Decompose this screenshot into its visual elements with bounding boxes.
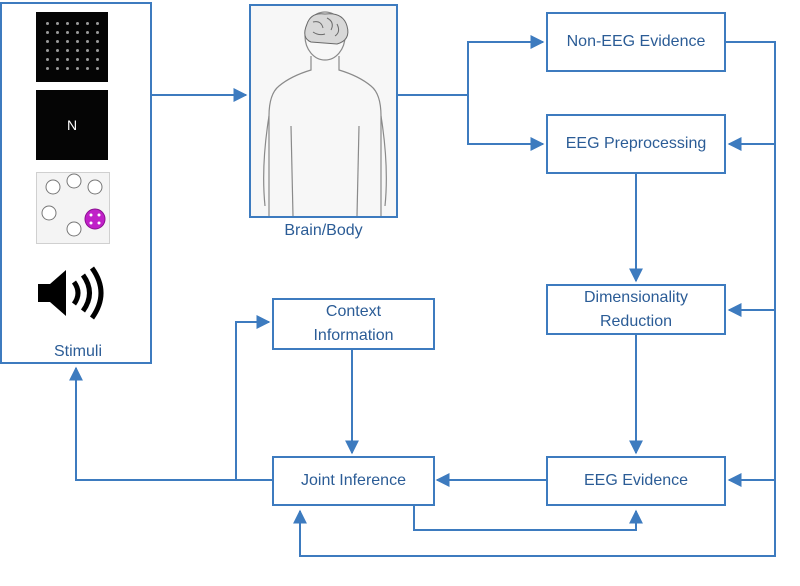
grid-dot — [86, 67, 89, 70]
grid-dot — [56, 22, 59, 25]
grid-dot — [96, 49, 99, 52]
rsvp-grid-icon — [36, 12, 108, 82]
grid-dot — [46, 49, 49, 52]
grid-dot — [56, 67, 59, 70]
grid-dot — [76, 31, 79, 34]
ssvep-circle — [45, 179, 61, 195]
eeg-preprocessing-box: EEG Preprocessing — [546, 114, 726, 174]
grid-dot — [56, 40, 59, 43]
grid-dot — [96, 67, 99, 70]
eeg-evidence-label: EEG Evidence — [583, 472, 689, 489]
joint-to-context-arrow — [235, 315, 273, 481]
joint-inference-box: Joint Inference — [272, 456, 435, 506]
grid-dot — [56, 31, 59, 34]
grid-dot — [66, 58, 69, 61]
split-to-preproc-arrow — [467, 95, 545, 151]
ssvep-circle — [66, 221, 82, 237]
grid-dot — [86, 31, 89, 34]
grid-dot — [86, 22, 89, 25]
dimensionality-reduction-box: Dimensionality Reduction — [546, 284, 726, 335]
ssvep-circle — [87, 179, 103, 195]
joint-inference-label: Joint Inference — [301, 472, 406, 489]
brain-body-label: Brain/Body — [284, 222, 363, 239]
letter-screen-text: N — [66, 117, 78, 133]
grid-dot — [76, 49, 79, 52]
ssvep-selected-circle — [84, 208, 106, 230]
non-eeg-evidence-label: Non-EEG Evidence — [566, 33, 706, 50]
grid-dot — [96, 31, 99, 34]
eeg-evidence-box: EEG Evidence — [546, 456, 726, 506]
grid-dot — [96, 40, 99, 43]
ssvep-circles-graphic — [41, 173, 106, 237]
grid-dot — [76, 40, 79, 43]
grid-dot — [56, 58, 59, 61]
information-label: Information — [313, 327, 394, 344]
grid-dot — [76, 67, 79, 70]
grid-dot — [66, 49, 69, 52]
split-to-nonEEG-arrow — [467, 35, 545, 95]
letter-screen-icon: N — [36, 90, 108, 160]
dimensionality-label: Dimensionality — [583, 288, 689, 306]
grid-dot — [86, 40, 89, 43]
stimuli-label: Stimuli — [53, 343, 102, 360]
context-information-box: Context Information — [272, 298, 435, 350]
grid-dot — [66, 31, 69, 34]
ssvep-circles-icon — [36, 172, 110, 244]
brain-body-panel — [249, 4, 398, 218]
ssvep-circle — [66, 173, 82, 189]
feedback-bus — [293, 41, 776, 557]
grid-dot — [46, 40, 49, 43]
brain-icon — [304, 13, 349, 45]
ssvep-circle — [41, 205, 57, 221]
grid-dot — [46, 31, 49, 34]
non-eeg-evidence-box: Non-EEG Evidence — [546, 12, 726, 72]
grid-dot — [66, 67, 69, 70]
grid-dot — [56, 49, 59, 52]
joint-to-stimuli-arrow — [69, 366, 236, 481]
joint-to-eegev-arrow — [413, 506, 643, 531]
context-label: Context — [325, 303, 382, 320]
grid-dot — [46, 67, 49, 70]
reduction-label: Reduction — [599, 312, 673, 330]
grid-dot — [76, 22, 79, 25]
eeg-preprocessing-label: EEG Preprocessing — [565, 135, 707, 152]
stimuli-panel: N Stimuli — [0, 2, 152, 364]
grid-dot — [46, 58, 49, 61]
grid-dot — [96, 22, 99, 25]
grid-dot — [66, 22, 69, 25]
grid-dot — [66, 40, 69, 43]
grid-dot — [46, 22, 49, 25]
human-silhouette-icon — [263, 11, 387, 216]
grid-dot — [86, 58, 89, 61]
grid-dot — [76, 58, 79, 61]
grid-dot — [96, 58, 99, 61]
speaker-icon — [38, 266, 104, 320]
grid-dot — [86, 49, 89, 52]
